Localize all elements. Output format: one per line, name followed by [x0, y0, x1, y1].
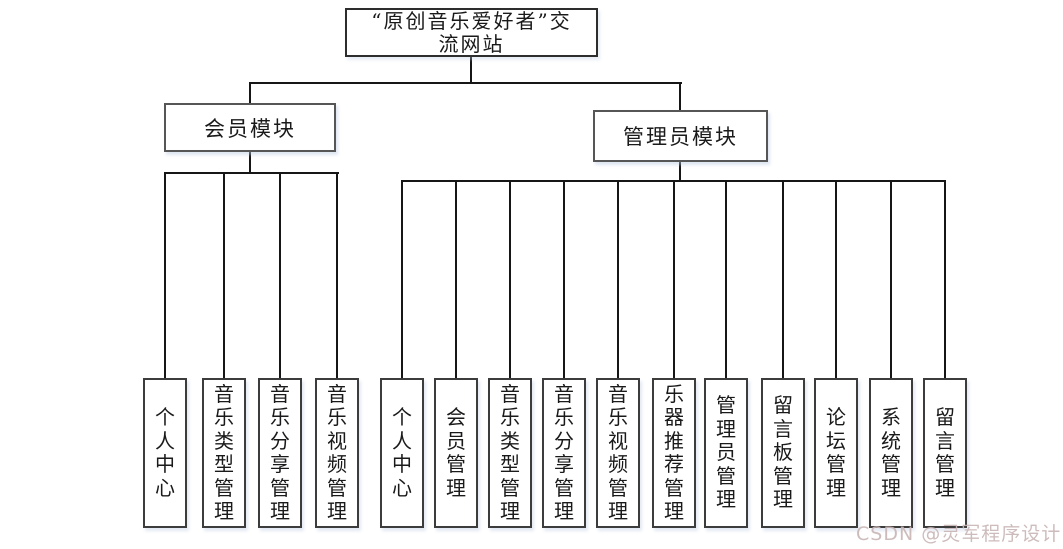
connector-member-stub [249, 82, 251, 103]
connector-line [890, 180, 892, 378]
leaf-label: 音乐类型管理 [500, 381, 520, 523]
leaf-admin-forum-mgmt: 论坛管理 [814, 378, 858, 528]
leaf-member-music-share-mgmt: 音乐分享管理 [258, 378, 302, 528]
root-node: “原创音乐爱好者”交 流网站 [345, 8, 598, 57]
connector-line [223, 172, 225, 378]
leaf-label: 系统管理 [881, 405, 901, 500]
module-node-member: 会员模块 [164, 103, 336, 152]
module-member-label: 会员模块 [204, 116, 296, 141]
connector-line [336, 172, 338, 378]
leaf-label: 个人中心 [392, 405, 412, 500]
connector-line [164, 172, 166, 378]
connector-line [944, 180, 946, 378]
leaf-label: 音乐分享管理 [554, 381, 574, 523]
connector-line [782, 180, 784, 378]
connector-admin-down-stub [679, 162, 681, 182]
connector-line [509, 180, 511, 378]
leaf-label: 会员管理 [446, 405, 466, 500]
connector-line [401, 180, 403, 378]
leaf-label: 音乐分享管理 [270, 381, 290, 523]
root-title-line-1: “原创音乐爱好者”交 [371, 8, 572, 33]
connector-line [455, 180, 457, 378]
leaf-admin-music-video-mgmt: 音乐视频管理 [596, 378, 640, 528]
leaf-label: 个人中心 [155, 405, 175, 500]
leaf-member-personal-center: 个人中心 [143, 378, 187, 528]
leaf-member-music-type-mgmt: 音乐类型管理 [202, 378, 246, 528]
connector-level1-rail [249, 82, 682, 84]
leaf-label: 乐器推荐管理 [664, 381, 684, 523]
connector-line [279, 172, 281, 378]
connector-line [725, 180, 727, 378]
connector-line [835, 180, 837, 378]
root-title-line-2: 流网站 [438, 31, 505, 56]
leaf-admin-music-share-mgmt: 音乐分享管理 [542, 378, 586, 528]
leaf-admin-instrument-recommend-mgmt: 乐器推荐管理 [652, 378, 696, 528]
leaf-label: 音乐视频管理 [327, 381, 347, 523]
leaf-label: 音乐视频管理 [608, 381, 628, 523]
connector-member-rail [164, 172, 339, 174]
leaf-admin-member-mgmt: 会员管理 [434, 378, 478, 528]
module-admin-label: 管理员模块 [623, 125, 738, 149]
leaf-label: 论坛管理 [826, 405, 846, 500]
leaf-label: 管理员管理 [716, 393, 736, 512]
connector-member-down-stub [249, 152, 251, 173]
module-node-admin: 管理员模块 [593, 110, 768, 162]
leaf-admin-music-type-mgmt: 音乐类型管理 [488, 378, 532, 528]
leaf-admin-message-board-mgmt: 留言板管理 [761, 378, 805, 528]
connector-line [617, 180, 619, 378]
connector-root-stub [470, 57, 472, 84]
connector-line [673, 180, 675, 378]
leaf-label: 音乐类型管理 [214, 381, 234, 523]
connector-admin-stub [679, 82, 681, 110]
leaf-label: 留言板管理 [773, 393, 793, 512]
leaf-admin-administrator-mgmt: 管理员管理 [704, 378, 748, 528]
leaf-admin-system-mgmt: 系统管理 [869, 378, 913, 528]
connector-line [563, 180, 565, 378]
leaf-member-music-video-mgmt: 音乐视频管理 [315, 378, 359, 528]
csdn-watermark: CSDN @灵军程序设计 [856, 523, 1062, 545]
leaf-admin-personal-center: 个人中心 [380, 378, 424, 528]
leaf-admin-message-mgmt: 留言管理 [923, 378, 967, 528]
leaf-label: 留言管理 [935, 405, 955, 500]
